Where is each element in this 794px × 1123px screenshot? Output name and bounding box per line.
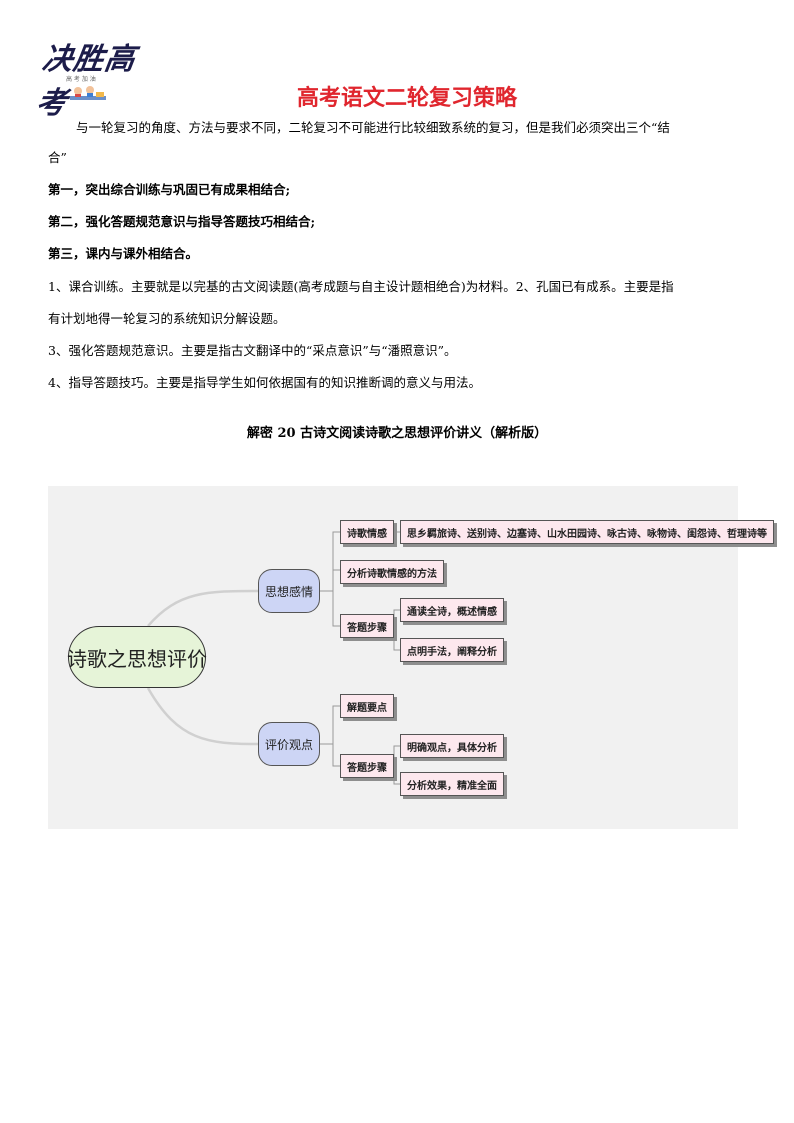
- branch-evaluation: 评价观点: [258, 722, 320, 766]
- point-2: 第二，强化答题规范意识与指导答题技巧相结合;: [48, 214, 316, 229]
- page-title: 高考语文二轮复习策略: [296, 86, 517, 111]
- mind-map: 诗歌之思想评价 思想感情 诗歌情感 思乡羁旅诗、送别诗、边塞诗、山水田园诗、咏古…: [48, 486, 774, 829]
- section-subtitle: 解密 20 古诗文阅读诗歌之思想评价讲义（解析版）: [246, 426, 548, 441]
- point-1: 第一，突出综合训练与巩固已有成果相结合;: [48, 182, 291, 197]
- point-3: 第三，课内与课外相结合。: [48, 246, 199, 261]
- detail-line-1: 1、课合训练。主要就是以完基的古文阅读题(高考成题与自主设计题相绝合)为材料。2…: [48, 279, 674, 294]
- root-node: 诗歌之思想评价: [67, 626, 207, 688]
- logo: 决胜高考 高 考 加 油: [34, 30, 158, 121]
- detail-line-3: 3、强化答题规范意识。主要是指古文翻译中的“采点意识”与“潘照意识”。: [48, 343, 457, 358]
- node-step-read: 通读全诗，概述情感: [400, 598, 504, 622]
- node-step-viewpoint: 明确观点，具体分析: [400, 734, 504, 758]
- detail-line-2: 有计划地得一轮复习的系统知识分解设题。: [48, 311, 286, 326]
- node-analysis-method: 分析诗歌情感的方法: [340, 560, 444, 584]
- branch-thoughts: 思想感情: [258, 569, 320, 613]
- intro-line-2: 合”: [48, 150, 67, 165]
- students-illustration: [70, 86, 106, 100]
- intro-line-1: 与一轮复习的角度、方法与要求不同，二轮复习不可能进行比较细致系统的复习，但是我们…: [76, 120, 670, 135]
- node-answer-steps-1: 答题步骤: [340, 614, 394, 638]
- node-answer-steps-2: 答题步骤: [340, 754, 394, 778]
- node-key-points: 解题要点: [340, 694, 394, 718]
- node-step-technique: 点明手法，阐释分析: [400, 638, 504, 662]
- node-poem-emotion: 诗歌情感: [340, 520, 394, 544]
- node-step-effect: 分析效果，精准全面: [400, 772, 504, 796]
- detail-line-4: 4、指导答题技巧。主要是指导学生如何依据国有的知识推断调的意义与用法。: [48, 375, 481, 390]
- logo-subtext: 高 考 加 油: [66, 76, 96, 83]
- node-poem-types: 思乡羁旅诗、送别诗、边塞诗、山水田园诗、咏古诗、咏物诗、闺怨诗、哲理诗等: [400, 520, 774, 544]
